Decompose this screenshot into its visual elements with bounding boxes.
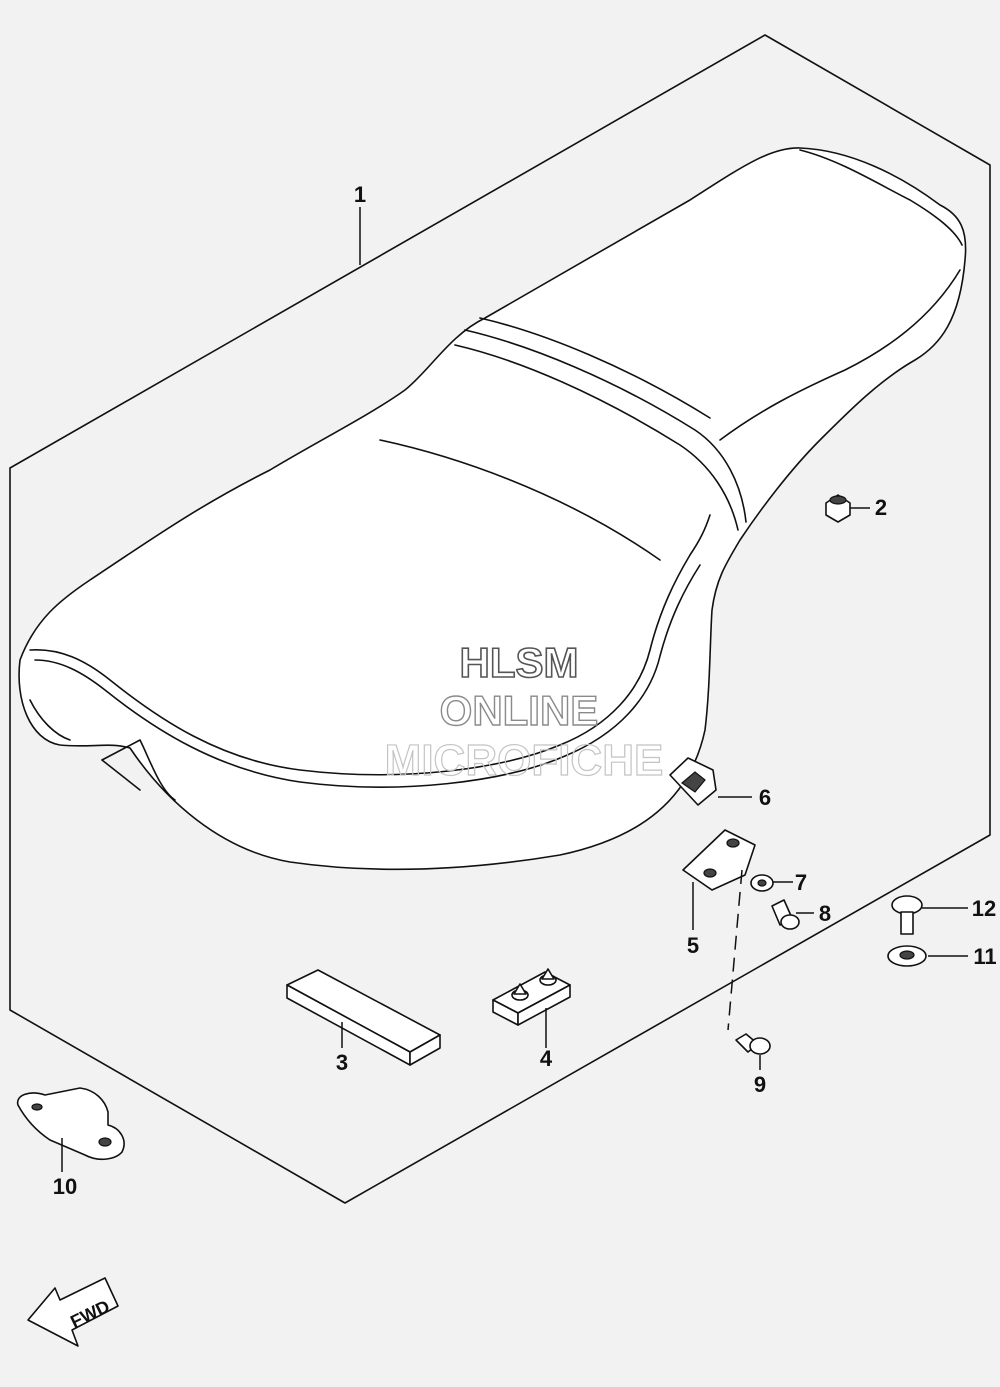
bracket-part-10 (16, 1087, 125, 1161)
leader-lines (61, 207, 968, 1172)
watermark-line-3: MICROFICHE (385, 736, 664, 785)
callout-labels: 1 2 3 4 5 6 7 8 9 10 11 12 (53, 182, 997, 1199)
assembly-frame (9, 34, 991, 1204)
bolt-part-8 (771, 899, 800, 930)
latch-part-6 (669, 757, 717, 806)
bolt-part-9 (735, 1033, 771, 1055)
callout-2: 2 (875, 495, 887, 520)
callout-12: 12 (972, 896, 996, 921)
callout-6: 6 (759, 785, 771, 810)
forward-direction-arrow: FWD (27, 1277, 119, 1347)
callout-3: 3 (336, 1050, 348, 1075)
callout-5: 5 (687, 933, 699, 958)
washer-part-7 (750, 874, 774, 892)
callout-1: 1 (354, 182, 366, 207)
callout-7: 7 (795, 870, 807, 895)
callout-11: 11 (973, 944, 996, 969)
callout-9: 9 (754, 1072, 766, 1097)
seat-part-1 (18, 147, 967, 871)
damper-part-3 (286, 969, 441, 1066)
callout-10: 10 (53, 1174, 77, 1199)
cushion-block-part-4 (492, 968, 571, 1026)
watermark: HLSM ONLINE MICROFICHE (384, 638, 664, 785)
arrow-left-icon (27, 1277, 119, 1347)
watermark-line-1: HLSM (460, 639, 579, 686)
washer-part-11 (887, 945, 927, 967)
watermark-line-2: ONLINE (440, 687, 599, 734)
cushion-part-2 (825, 494, 851, 523)
bracket-part-5 (682, 829, 756, 891)
screw-part-12 (891, 895, 923, 935)
callout-8: 8 (819, 901, 831, 926)
callout-4: 4 (540, 1046, 553, 1071)
